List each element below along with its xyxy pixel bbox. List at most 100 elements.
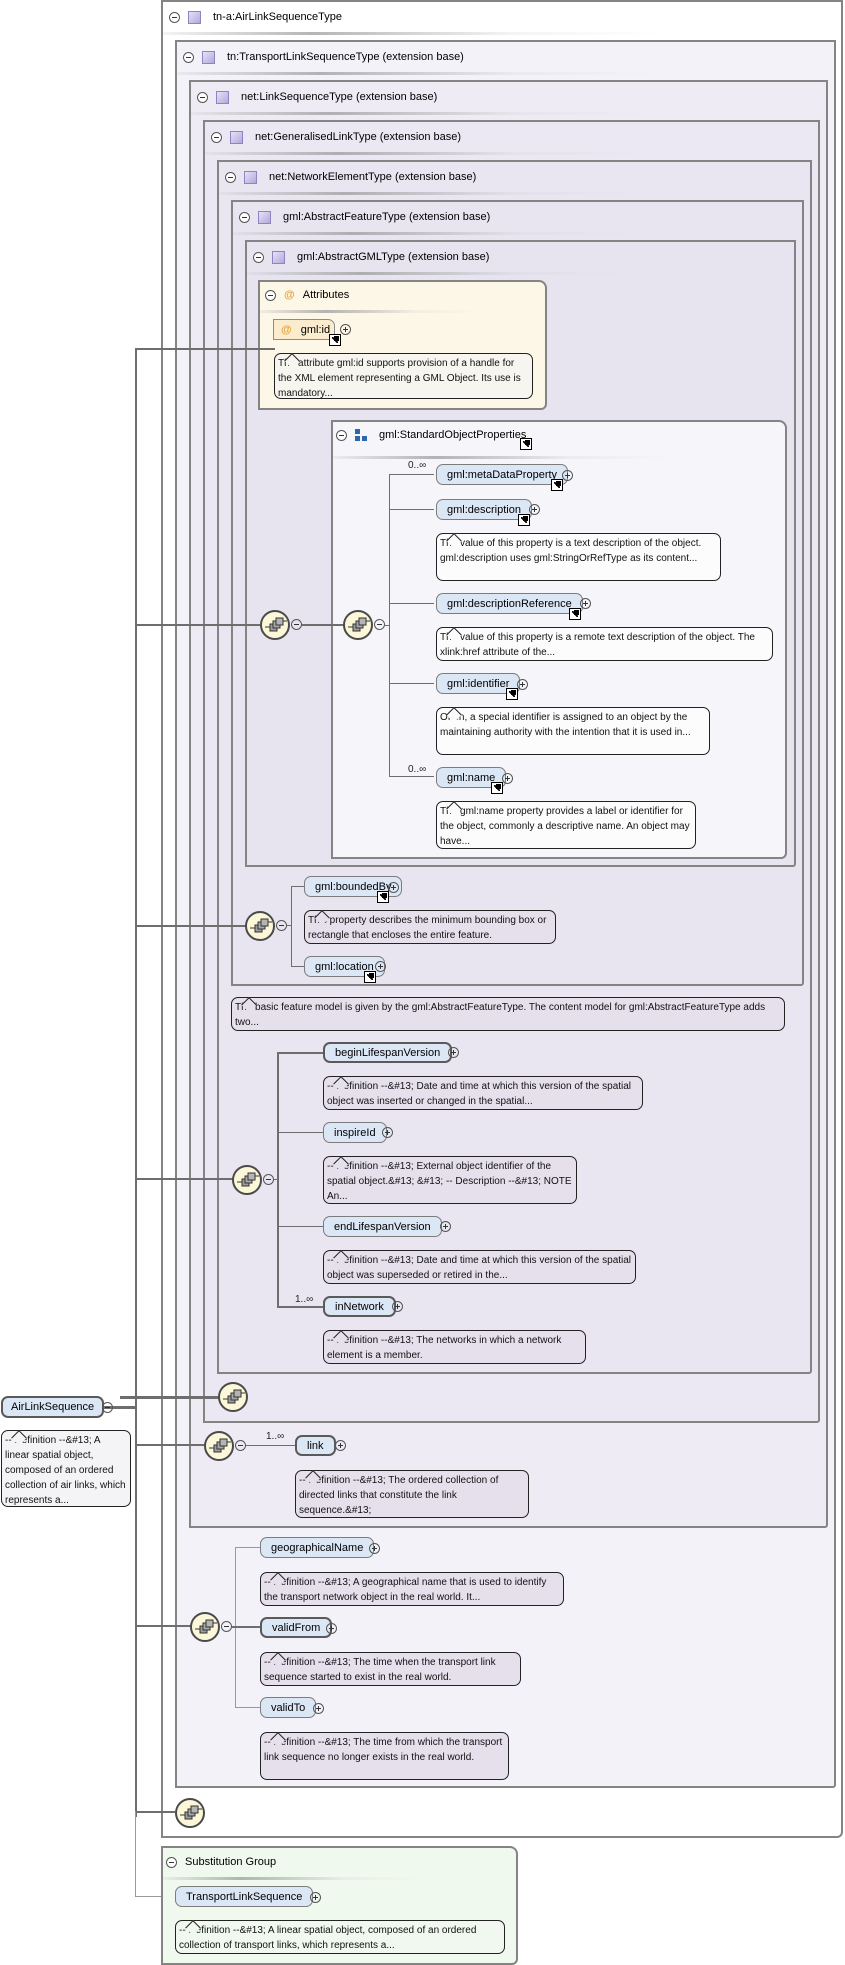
sequence-compositor-icon[interactable]	[190, 1612, 220, 1642]
tree-branch	[277, 1306, 324, 1308]
collapse-icon[interactable]	[183, 51, 194, 63]
connector	[302, 624, 344, 626]
root-annotation: -- Definition --&#13; A linear spatial o…	[1, 1430, 131, 1507]
connector	[113, 1406, 136, 1409]
collapse-icon[interactable]	[225, 171, 236, 183]
element-endlifespanversion[interactable]: endLifespanVersion	[323, 1216, 442, 1237]
reference-link-icon[interactable]	[329, 334, 341, 346]
expand-icon[interactable]	[313, 1703, 324, 1714]
tree-branch	[389, 683, 434, 684]
collapse-icon[interactable]	[276, 920, 287, 931]
collapse-icon[interactable]	[221, 1621, 232, 1632]
feature-type-annotation: The basic feature model is given by the …	[231, 997, 785, 1031]
sequence-compositor-icon[interactable]	[175, 1798, 205, 1828]
expand-icon[interactable]	[388, 882, 399, 893]
tree-branch	[277, 1132, 324, 1133]
expand-icon[interactable]	[310, 1892, 321, 1903]
sequence-compositor-icon[interactable]	[260, 610, 290, 640]
collapse-icon[interactable]	[239, 211, 250, 223]
complex-type-icon	[188, 10, 201, 24]
trunk-line	[135, 348, 137, 1817]
type-label: tn:TransportLinkSequenceType (extension …	[227, 51, 464, 63]
collapse-icon[interactable]	[197, 91, 208, 103]
type-label: net:LinkSequenceType (extension base)	[241, 91, 438, 103]
collapse-icon[interactable]	[291, 619, 302, 630]
collapse-icon[interactable]	[166, 1856, 177, 1868]
element-gml-metadataproperty[interactable]: gml:metaDataProperty	[436, 464, 569, 485]
element-transportlinksequence[interactable]: TransportLinkSequence	[175, 1886, 314, 1907]
tree-branch	[235, 1547, 260, 1548]
header-divider	[163, 1877, 423, 1880]
header-divider	[260, 310, 480, 313]
expand-icon[interactable]	[517, 679, 528, 690]
sequence-compositor-icon[interactable]	[245, 911, 275, 941]
reference-link-icon[interactable]	[364, 971, 376, 983]
tree-branch	[389, 474, 434, 475]
element-inspireid[interactable]: inspireId	[323, 1122, 387, 1143]
expand-icon[interactable]	[529, 504, 540, 515]
collapse-icon[interactable]	[169, 11, 180, 23]
expand-icon[interactable]	[382, 1127, 393, 1138]
reference-link-icon[interactable]	[569, 608, 581, 620]
sequence-compositor-icon[interactable]	[218, 1382, 248, 1412]
reference-link-icon[interactable]	[506, 688, 518, 700]
expand-icon[interactable]	[440, 1221, 451, 1232]
sequence-compositor-icon[interactable]	[232, 1165, 262, 1195]
collapse-icon[interactable]	[336, 429, 347, 441]
header-divider	[247, 272, 627, 275]
collapse-icon[interactable]	[235, 1440, 246, 1451]
collapse-icon[interactable]	[211, 131, 222, 143]
element-gml-identifier[interactable]: gml:identifier	[436, 673, 521, 694]
sequence-compositor-icon[interactable]	[343, 610, 373, 640]
type-label: tn-a:AirLinkSequenceType	[213, 11, 343, 23]
collapse-icon[interactable]	[265, 289, 276, 301]
element-validto[interactable]: validTo	[260, 1697, 317, 1718]
tree-branch	[385, 625, 390, 626]
annotation: -- Definition --&#13; The time from whic…	[260, 1732, 509, 1780]
element-geographicalname[interactable]: geographicalName	[260, 1537, 375, 1558]
expand-icon[interactable]	[375, 961, 386, 972]
expand-icon[interactable]	[562, 470, 573, 481]
expand-icon[interactable]	[580, 598, 591, 609]
element-beginlifespanversion[interactable]: beginLifespanVersion	[323, 1042, 453, 1063]
reference-link-icon[interactable]	[377, 891, 389, 903]
collapse-icon[interactable]	[253, 251, 264, 263]
element-gml-name[interactable]: gml:name	[436, 767, 507, 788]
reference-link-icon[interactable]	[551, 479, 563, 491]
expand-icon[interactable]	[502, 773, 513, 784]
collapse-icon[interactable]	[263, 1174, 274, 1185]
attribute-icon: @	[281, 323, 292, 336]
tree-branch	[287, 925, 292, 926]
annotation: -- Definition --&#13; External object id…	[323, 1156, 577, 1204]
collapse-icon[interactable]	[374, 619, 385, 630]
header-divider	[191, 112, 651, 115]
reference-link-icon[interactable]	[520, 438, 532, 450]
tree-branch	[277, 1226, 324, 1227]
reference-link-icon[interactable]	[518, 514, 530, 526]
element-link[interactable]: link	[295, 1435, 336, 1456]
annotation: The attribute gml:id supports provision …	[274, 353, 533, 399]
root-element-airlinksequence[interactable]: AirLinkSequence	[1, 1396, 105, 1418]
tree-line	[277, 1052, 279, 1308]
annotation: This property describes the minimum boun…	[304, 910, 556, 944]
expand-icon[interactable]	[335, 1440, 346, 1451]
substitution-group-label: Substitution Group	[185, 1856, 277, 1868]
expand-icon[interactable]	[448, 1047, 459, 1058]
sequence-compositor-icon[interactable]	[204, 1431, 234, 1461]
annotation: -- Definition --&#13; Date and time at w…	[323, 1250, 636, 1284]
element-gml-descriptionreference[interactable]: gml:descriptionReference	[436, 593, 583, 614]
connector	[135, 348, 275, 350]
attribute-gml-id[interactable]: @ gml:id	[273, 319, 335, 340]
element-innetwork[interactable]: inNetwork	[323, 1296, 396, 1317]
element-validfrom[interactable]: validFrom	[260, 1617, 333, 1638]
cardinality-label: 0..∞	[408, 460, 427, 471]
annotation: -- Definition --&#13; The time when the …	[260, 1652, 521, 1686]
element-gml-description[interactable]: gml:description	[436, 499, 532, 520]
annotation: The value of this property is a text des…	[436, 533, 721, 581]
expand-icon[interactable]	[392, 1301, 403, 1312]
expand-icon[interactable]	[340, 324, 351, 335]
collapse-icon[interactable]	[102, 1402, 113, 1413]
reference-link-icon[interactable]	[491, 782, 503, 794]
expand-icon[interactable]	[326, 1623, 337, 1634]
expand-icon[interactable]	[369, 1543, 380, 1554]
